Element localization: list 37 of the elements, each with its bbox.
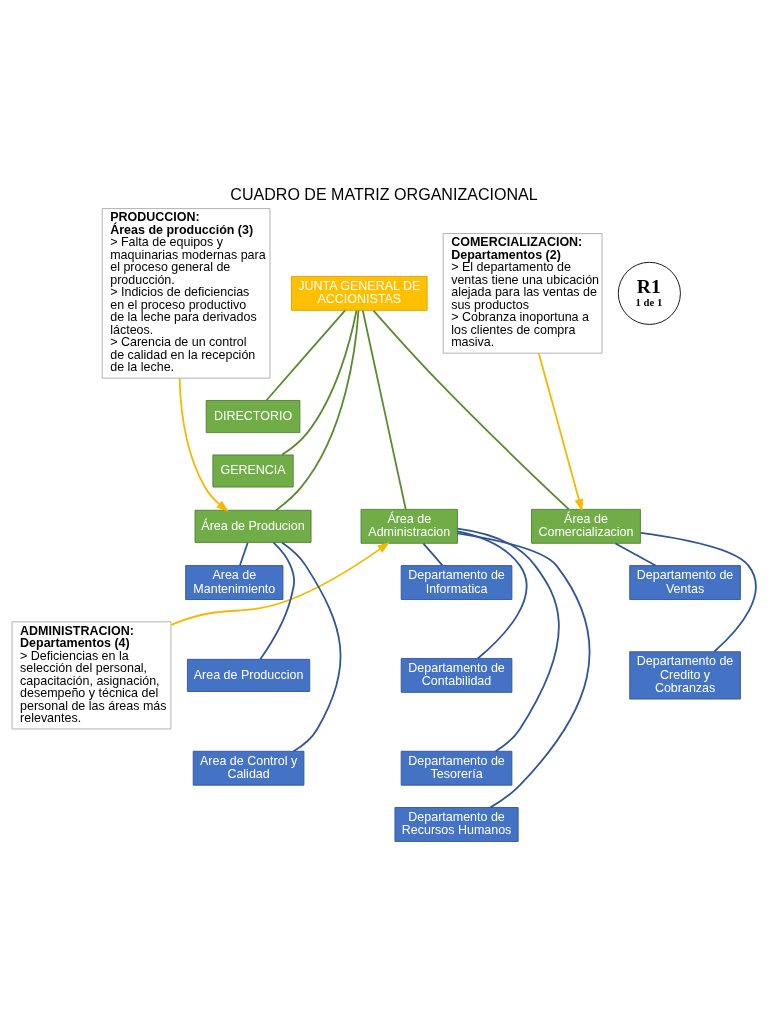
node-box: ADMINISTRACION: Departamentos (4) > Deficiencias en la selección del personal, capacitación, asignación, desempeño y técnica del personal de las áreas más relevantes. — [11, 620, 172, 729]
node-box: Área de Administracion — [360, 508, 458, 544]
connector — [239, 541, 249, 566]
node-box: Departamento de Contabilidad — [400, 657, 513, 693]
node-circle: R1 1 de 1 — [617, 261, 681, 325]
node-box: Departamento de Tesorería — [400, 750, 513, 786]
arrow — [170, 541, 390, 626]
node-box: JUNTA GENERAL DE ACCIONISTAS — [290, 275, 428, 311]
connector — [456, 532, 591, 808]
node-box: Area de Mantenimiento — [185, 564, 284, 600]
connector — [265, 309, 347, 401]
node-box: Area de Produccion — [187, 658, 311, 692]
connector — [456, 527, 560, 752]
node-box: Departamento de Informatica — [400, 564, 513, 600]
connector — [361, 309, 407, 510]
connector — [280, 541, 342, 752]
node-box: DIRECTORIO — [205, 399, 301, 433]
node-box: PRODUCCION: Áreas de producción (3) > Falta de equipos y maquinarias modernas para el proceso general de producción. > Indicios de deficiencias en el proceso productivo de la leche para derivados lácteos. > Carencia de un control de calidad en la recepción de la leche. — [101, 207, 271, 379]
connector — [281, 309, 358, 456]
connector — [259, 541, 295, 660]
connector — [614, 542, 657, 566]
arrow — [178, 376, 229, 512]
diagram-title: CUADRO DE MATRIZ ORGANIZACIONAL — [230, 184, 538, 203]
node-box: Departamento de Recursos Humanos — [394, 806, 519, 842]
node-box: GERENCIA — [212, 454, 294, 487]
connector — [422, 542, 444, 566]
connector — [372, 309, 570, 510]
connector — [456, 529, 528, 659]
connector — [639, 531, 757, 653]
node-box: Área de Comercializacion — [531, 508, 641, 544]
arrow — [537, 351, 584, 512]
connector — [275, 309, 360, 511]
node-box: Área de Producion — [194, 509, 312, 543]
node-box: Departamento de Credito y Cobranzas — [629, 650, 741, 699]
node-box: COMERCIALIZACION: Departamentos (2) > El departamento de ventas tiene una ubicación alejada para las ventas de sus productos > Cobranza inoportuna a los clientes de compra masiva. — [442, 232, 603, 354]
node-box: Departamento de Ventas — [629, 564, 741, 600]
node-box: Area de Control y Calidad — [192, 750, 305, 786]
